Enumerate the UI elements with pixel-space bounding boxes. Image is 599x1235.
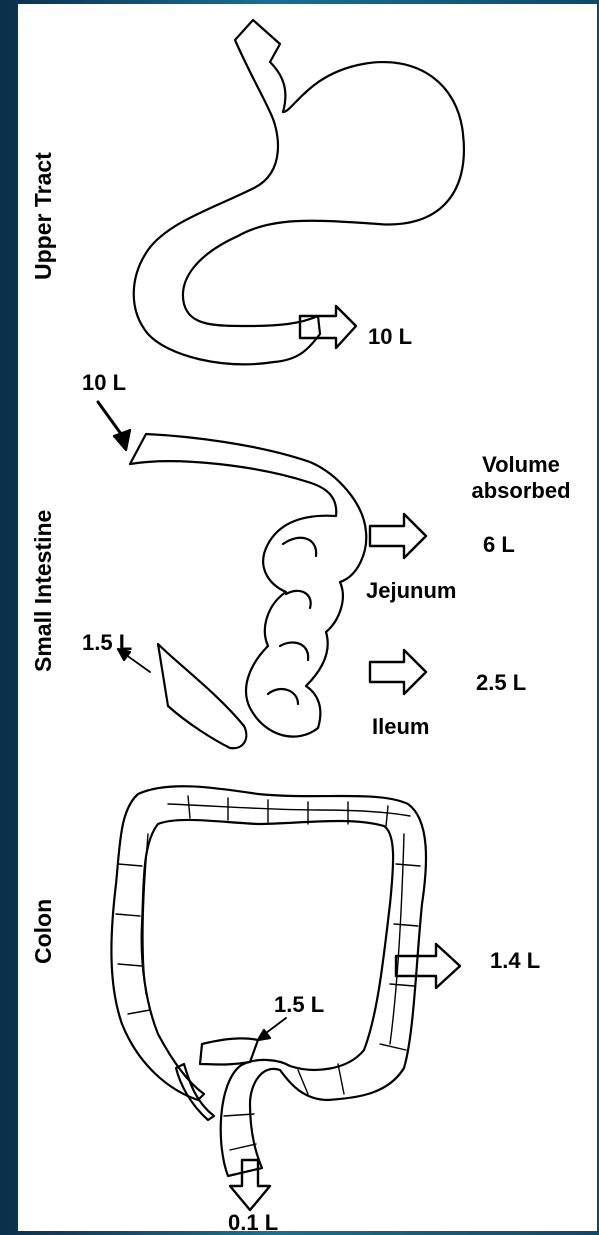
colon-absorbed-volume: 1.4 L (490, 950, 540, 972)
small-out-volume: 1.5 L (82, 632, 132, 654)
ileum-label: Ileum (372, 716, 429, 738)
stomach-arrow-icon (300, 306, 356, 348)
section-colon: Colon (30, 899, 57, 964)
section-small-intestine: Small Intestine (30, 510, 57, 672)
jejunum-arrow-icon (370, 514, 426, 558)
section-upper-tract: Upper Tract (30, 152, 57, 280)
colon-absorb-arrow-icon (396, 944, 460, 988)
stomach-out-volume: 10 L (368, 326, 412, 348)
colon-in-volume: 1.5 L (274, 994, 324, 1016)
small-intestine-outline (130, 434, 366, 748)
ileum-volume: 2.5 L (476, 672, 526, 694)
jejunum-volume: 6 L (483, 534, 515, 556)
colon-in-arrow-icon (258, 1018, 286, 1040)
ileum-arrow-icon (370, 650, 426, 694)
colon-out-arrow-icon (230, 1160, 270, 1210)
small-in-arrow-icon (98, 402, 130, 450)
small-in-volume: 10 L (82, 372, 126, 394)
diagram-panel: Upper Tract Small Intestine Colon 10 L 1… (18, 4, 597, 1231)
stomach-outline (134, 20, 464, 364)
volume-absorbed-heading-line1: Volume (446, 454, 596, 476)
jejunum-label: Jejunum (366, 580, 456, 602)
gi-tract-drawing (18, 4, 597, 1231)
colon-outline (111, 786, 426, 1176)
volume-absorbed-heading-line2: absorbed (446, 480, 596, 502)
